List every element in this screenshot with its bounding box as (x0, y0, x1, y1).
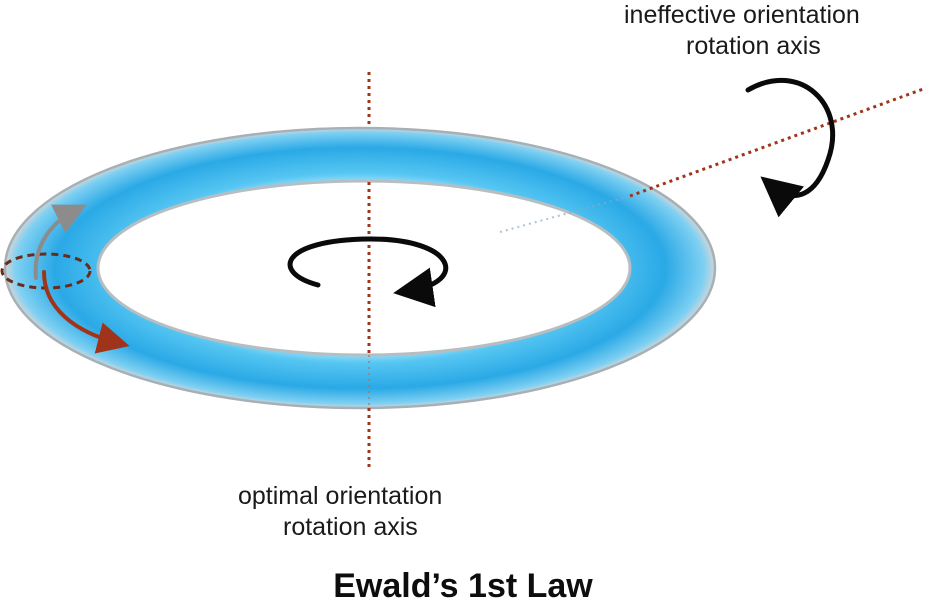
optimal-axis-label-line2: rotation axis (283, 512, 418, 542)
optimal-axis-label-line1: optimal orientation (238, 481, 442, 511)
torus-ring (5, 128, 715, 408)
ineffective-axis-line-outer (630, 88, 926, 196)
ineffective-axis-label-line1: ineffective orientation (624, 0, 860, 30)
diagram-title: Ewald’s 1st Law (0, 566, 926, 606)
ineffective-axis-label-line2: rotation axis (686, 31, 821, 61)
